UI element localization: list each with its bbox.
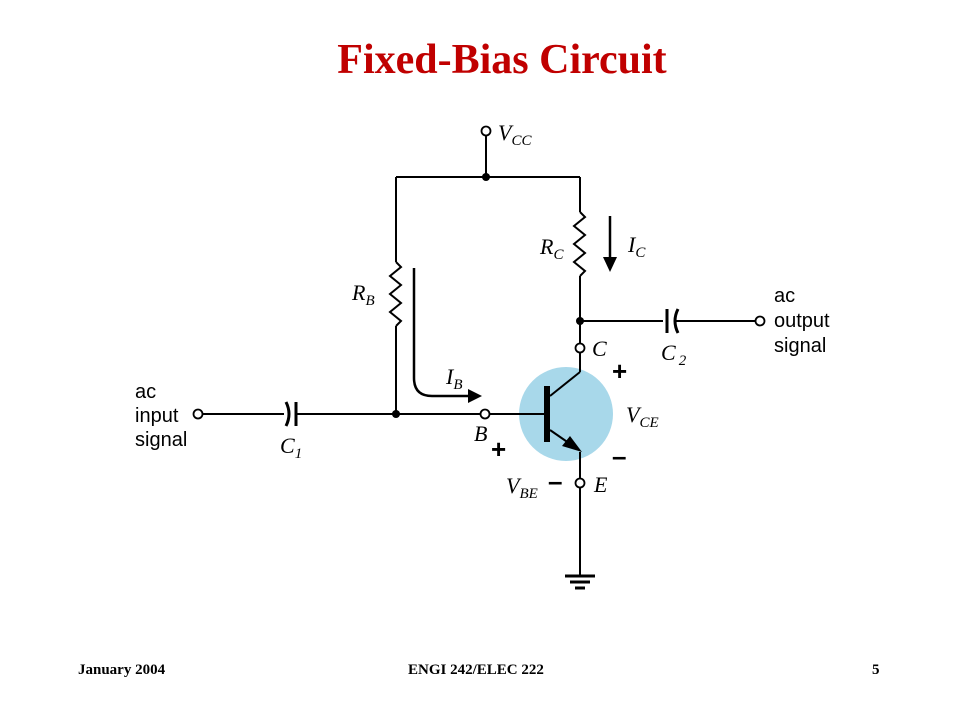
transistor-highlight (519, 367, 613, 461)
junction-dot-base (392, 410, 400, 418)
junction-dot-top (482, 173, 490, 181)
input-label-line-1: ac (135, 381, 156, 403)
base-terminal (479, 408, 491, 420)
ic-arrowhead-icon (603, 257, 617, 272)
vce-minus-sign: – (612, 441, 626, 471)
c2-plate-curved (673, 308, 680, 334)
vbe-label: VBE (506, 473, 538, 502)
footer-course: ENGI 242/ELEC 222 (408, 662, 544, 678)
collector-terminal (574, 342, 586, 354)
emitter-node-label: E (593, 472, 608, 497)
input-label-line-3: signal (135, 429, 187, 451)
footer-page-number: 5 (872, 662, 880, 678)
slide-title: Fixed-Bias Circuit (337, 37, 667, 83)
output-label-line-1: ac (774, 285, 795, 307)
vbe-minus-sign: – (548, 466, 562, 496)
collector-node-label: C (592, 336, 607, 361)
rb-label: RB (351, 280, 375, 309)
transistor-collector-lead (549, 371, 581, 397)
ic-label: IC (627, 232, 646, 261)
rc-label: RC (539, 234, 564, 263)
input-terminal (192, 408, 204, 420)
vcc-terminal (480, 125, 492, 137)
c1-plate-curved (284, 401, 291, 427)
ib-arrowhead-icon (468, 389, 482, 403)
footer-date: January 2004 (78, 662, 166, 678)
output-label-line-2: output (774, 310, 830, 332)
emitter-terminal (574, 477, 586, 489)
c1-label: C1 (280, 433, 302, 462)
ib-current-arrow (412, 268, 470, 398)
output-label-line-3: signal (774, 335, 826, 357)
vcc-label: VCC (498, 120, 532, 149)
junction-dot-output (576, 317, 584, 325)
rc-resistor (572, 211, 587, 277)
emitter-arrow-icon (562, 436, 582, 452)
vce-plus-sign: + (612, 356, 627, 386)
output-terminal (754, 315, 766, 327)
vbe-plus-sign: + (491, 434, 506, 464)
ib-label: IB (445, 364, 463, 393)
vce-label: VCE (626, 402, 659, 431)
rb-resistor (388, 261, 403, 327)
base-node-label: B (474, 421, 487, 446)
input-label-line-2: input (135, 405, 179, 427)
